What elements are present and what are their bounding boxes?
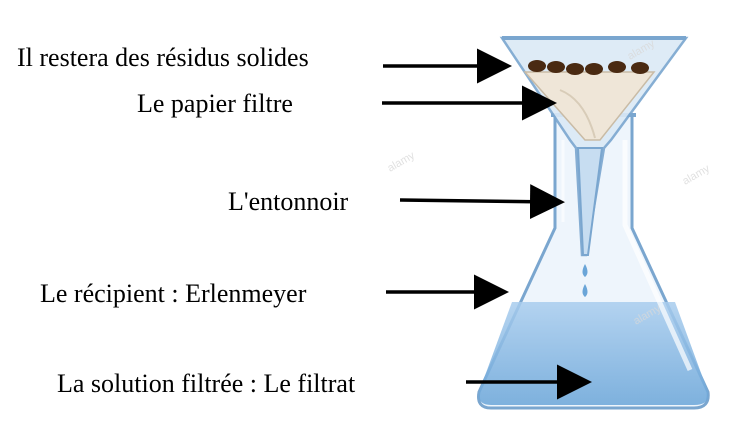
- residue-particle: [585, 63, 603, 75]
- watermark-text: alamy: [681, 162, 713, 187]
- pointer-arrows: [382, 48, 592, 400]
- funnel-stem: [576, 147, 604, 256]
- flask-highlight: [622, 140, 693, 372]
- label-filter-paper: Le papier filtre: [137, 89, 293, 118]
- label-residues: Il restera des résidus solides: [17, 43, 309, 72]
- residue-particle: [631, 62, 649, 74]
- labels: Il restera des résidus solides Le papier…: [17, 43, 356, 398]
- residue-particle: [608, 61, 626, 73]
- residue-particle: [528, 60, 546, 72]
- drop: [582, 264, 588, 277]
- label-filtrate: La solution filtrée : Le filtrat: [57, 369, 356, 398]
- filter-paper-fold: [559, 89, 596, 139]
- residue-particle: [547, 61, 565, 73]
- solid-residues: [528, 60, 649, 75]
- residue-particle: [566, 63, 584, 75]
- watermark-text: alamy: [386, 149, 418, 174]
- filter-paper: [523, 71, 656, 141]
- arrow-funnel: [399, 184, 565, 220]
- erlenmeyer-flask: [477, 113, 710, 410]
- filter-paper-cone: [523, 71, 656, 141]
- label-flask: Le récipient : Erlenmeyer: [40, 279, 307, 308]
- filtrate-drops: [582, 264, 588, 297]
- label-funnel: L'entonnoir: [228, 187, 349, 216]
- drop: [582, 284, 588, 297]
- flask-liquid: [478, 302, 709, 405]
